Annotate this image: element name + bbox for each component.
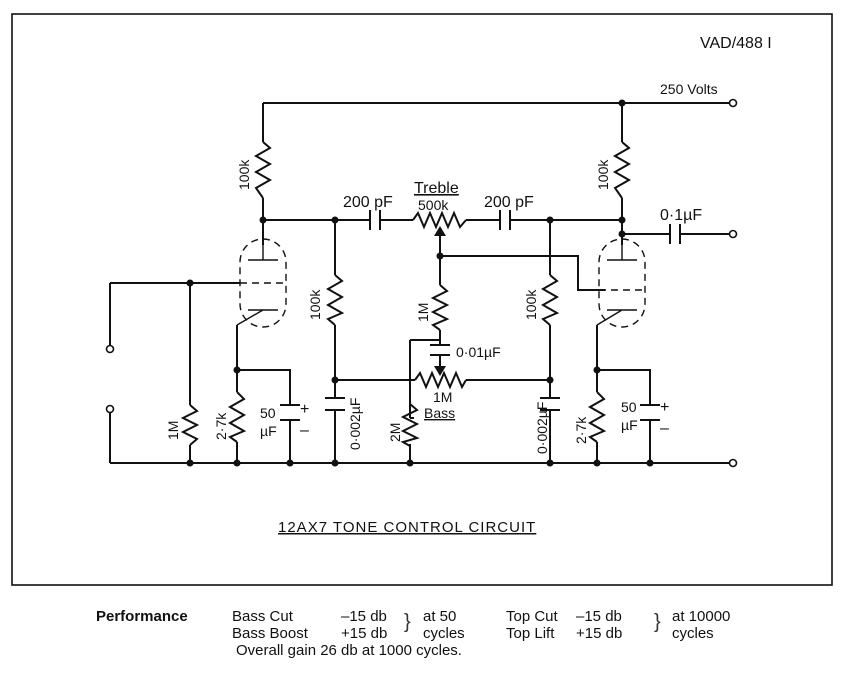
grid-resistor-left bbox=[180, 404, 200, 446]
center-resistor bbox=[430, 284, 450, 331]
treble-cap-left bbox=[369, 210, 381, 230]
top-cut-label: Top Cut bbox=[506, 608, 558, 625]
plate-resistor-left bbox=[253, 141, 273, 199]
component-labels: 100k 100k 200 pF 200 pF Treble 500k 0·1µ… bbox=[165, 159, 702, 454]
wiring bbox=[109, 102, 733, 464]
label-treble-name: Treble bbox=[414, 180, 459, 197]
bass-cut-value: –15 db bbox=[341, 608, 387, 625]
label-cathode-cap-right-value: 50 bbox=[621, 399, 637, 415]
label-bass-name: Bass bbox=[424, 405, 455, 421]
ground-terminal-right bbox=[728, 458, 738, 468]
label-bass-ground-resistor: 2M bbox=[387, 423, 403, 442]
treble-potentiometer bbox=[412, 210, 467, 230]
plate-resistor-right bbox=[612, 141, 632, 199]
label-treble-value: 500k bbox=[418, 197, 449, 213]
drawing-frame bbox=[11, 13, 833, 586]
center-cap bbox=[430, 344, 450, 356]
bass-wiper-arrow bbox=[434, 366, 446, 376]
label-cathode-cap-left-plus: + bbox=[300, 401, 309, 418]
top-lift-value: +15 db bbox=[576, 625, 623, 642]
label-output-cap: 0·1µF bbox=[660, 207, 702, 224]
label-cathode-cap-right-minus: – bbox=[660, 420, 669, 437]
label-bass-value: 1M bbox=[433, 389, 452, 405]
bass-potentiometer bbox=[414, 370, 467, 390]
top-cut-value: –15 db bbox=[576, 608, 622, 625]
supply-terminal bbox=[728, 98, 738, 108]
bass-frequency-line1: at 50 bbox=[423, 608, 457, 625]
tone-control-schematic: VAD/488 I 250 Volts bbox=[11, 13, 833, 586]
shunt-cap-left bbox=[325, 397, 345, 411]
label-shunt-cap-left: 0·002µF bbox=[347, 398, 363, 450]
label-grid-resistor-left: 1M bbox=[165, 421, 181, 440]
label-cathode-cap-left-value: 50 bbox=[260, 405, 276, 421]
label-treble-cap-left: 200 pF bbox=[343, 194, 393, 211]
label-cathode-cap-left-minus: – bbox=[300, 422, 309, 439]
label-cathode-cap-left-unit: µF bbox=[260, 423, 277, 439]
cathode-cap-left bbox=[280, 404, 300, 421]
label-plate-resistor-left: 100k bbox=[236, 159, 252, 190]
bass-boost-value: +15 db bbox=[341, 625, 388, 642]
output-terminal bbox=[728, 229, 738, 239]
input-terminal-top bbox=[105, 344, 115, 354]
top-lift-label: Top Lift bbox=[506, 625, 555, 642]
label-plate-resistor-right: 100k bbox=[595, 159, 611, 190]
bass-cut-label: Bass Cut bbox=[232, 608, 293, 625]
label-divider-resistor-left: 100k bbox=[307, 289, 323, 320]
overall-gain: Overall gain 26 db at 1000 cycles. bbox=[236, 642, 462, 659]
drawing-reference: VAD/488 I bbox=[700, 35, 772, 52]
top-frequency-line2: cycles bbox=[672, 625, 714, 642]
label-center-cap: 0·01µF bbox=[456, 344, 501, 360]
bass-boost-label: Bass Boost bbox=[232, 625, 308, 642]
label-treble-cap-right: 200 pF bbox=[484, 194, 534, 211]
resistors bbox=[180, 141, 632, 447]
bass-frequency-line2: cycles bbox=[423, 625, 465, 642]
label-cathode-cap-right-plus: + bbox=[660, 399, 669, 416]
capacitors bbox=[280, 210, 681, 421]
divider-resistor-left bbox=[325, 274, 345, 326]
label-cathode-cap-right-unit: µF bbox=[621, 417, 638, 433]
label-cathode-resistor-right: 2·7k bbox=[573, 416, 589, 444]
input-terminal-bottom bbox=[105, 404, 115, 414]
top-frequency-line1: at 10000 bbox=[672, 608, 731, 625]
valve-right bbox=[596, 238, 646, 328]
cathode-resistor-right bbox=[587, 391, 607, 443]
bass-ground-resistor bbox=[400, 403, 420, 447]
shunt-cap-right bbox=[540, 397, 560, 411]
top-brace: } bbox=[654, 611, 661, 633]
supply-voltage-label: 250 Volts bbox=[660, 81, 718, 97]
label-divider-resistor-right: 100k bbox=[523, 289, 539, 320]
divider-resistor-right bbox=[540, 274, 560, 326]
treble-wiper-arrow bbox=[434, 226, 446, 236]
cathode-resistor-left bbox=[227, 391, 247, 443]
performance-heading: Performance bbox=[96, 608, 188, 625]
label-cathode-resistor-left: 2·7k bbox=[213, 412, 229, 440]
diagram-caption: 12AX7 TONE CONTROL CIRCUIT bbox=[278, 519, 536, 536]
bass-brace: } bbox=[404, 611, 411, 633]
junction-dots bbox=[186, 99, 654, 467]
label-center-resistor: 1M bbox=[415, 303, 431, 322]
treble-cap-right bbox=[499, 210, 511, 230]
output-cap bbox=[669, 224, 681, 244]
label-shunt-cap-right: 0·002µF bbox=[534, 402, 550, 454]
terminals bbox=[105, 98, 738, 468]
valve-left bbox=[236, 238, 287, 328]
cathode-cap-right bbox=[640, 404, 660, 421]
